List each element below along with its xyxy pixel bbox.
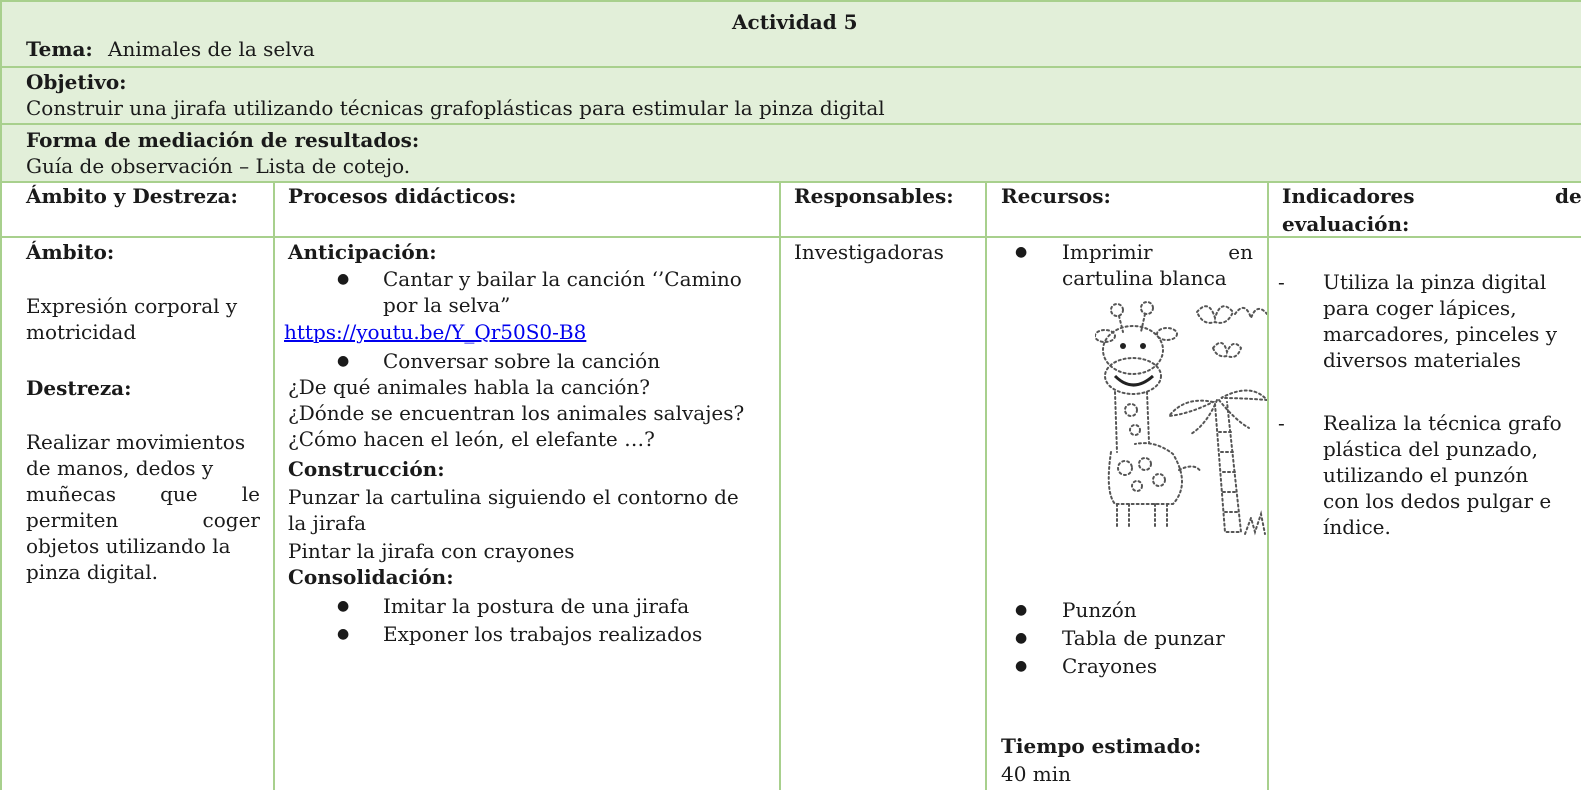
indicador-line: plástica del punzado, — [1323, 437, 1538, 461]
col-divider — [779, 183, 781, 790]
imprimir-line: Imprimir en — [1062, 240, 1253, 264]
punzar-line: Punzar la cartulina siguiendo el contorn… — [288, 485, 739, 509]
objetivo-label: Objetivo: — [26, 70, 127, 94]
imitar-text: Imitar la postura de una jirafa — [383, 594, 690, 618]
col-divider — [1267, 183, 1269, 790]
responsables-value: Investigadoras — [794, 240, 944, 264]
ambito-label: Ámbito: — [26, 240, 115, 264]
objetivo-value: Construir una jirafa utilizando técnicas… — [26, 96, 885, 120]
forma-value: Guía de observación – Lista de cotejo. — [26, 154, 411, 178]
forma-band: Forma de mediación de resultados: Guía d… — [0, 125, 1581, 183]
tiempo-label: Tiempo estimado: — [1001, 734, 1202, 758]
construccion-label: Construcción: — [288, 457, 445, 481]
indicador-line: para coger lápices, — [1323, 296, 1517, 320]
destreza-line: permiten coger — [26, 508, 260, 532]
indicador-line: marcadores, pinceles y — [1323, 322, 1558, 346]
destreza-word: coger — [202, 508, 260, 532]
bullet-icon: ● — [337, 271, 350, 287]
recurso-item: Tabla de punzar — [1062, 626, 1225, 650]
cantar-line: Cantar y bailar la canción ‘’Camino — [383, 267, 742, 291]
col-header-procesos: Procesos didácticos: — [288, 184, 517, 208]
bullet-icon: ● — [337, 598, 350, 614]
indicador-line: utilizando el punzón — [1323, 463, 1529, 487]
indicador-line: con los dedos pulgar e — [1323, 489, 1552, 513]
indicador-line: Utiliza la pinza digital — [1323, 270, 1547, 294]
col-header-indicadores-de: de — [1555, 184, 1581, 208]
giraffe-coloring-image — [1095, 292, 1267, 540]
punzar-line: la jirafa — [288, 511, 367, 535]
bullet-icon: ● — [337, 353, 350, 369]
ambito-text-line: Expresión corporal y — [26, 294, 260, 318]
cantar-line: por la selva” — [383, 293, 511, 317]
question: ¿De qué animales habla la canción? — [288, 375, 650, 399]
bullet-icon: ● — [1015, 244, 1028, 260]
question: ¿Dónde se encuentran los animales salvaj… — [288, 401, 745, 425]
objetivo-band: Objetivo: Construir una jirafa utilizand… — [0, 68, 1581, 125]
indicador-line: índice. — [1323, 515, 1391, 539]
bullet-icon: ● — [337, 626, 350, 642]
tiempo-value: 40 min — [1001, 762, 1072, 786]
activity-title: Actividad 5 — [732, 10, 858, 34]
indicador-line: diversos materiales — [1323, 348, 1521, 372]
pintar-text: Pintar la jirafa con crayones — [288, 539, 575, 563]
col-divider — [273, 183, 275, 790]
destreza-line: de manos, dedos y — [26, 456, 214, 480]
destreza-label: Destreza: — [26, 376, 132, 400]
anticipacion-label: Anticipación: — [288, 240, 437, 264]
left-border — [0, 0, 2, 790]
header-row-divider — [0, 236, 1581, 238]
title-band: Actividad 5 Tema: Animales de la selva — [0, 0, 1581, 68]
col-divider — [985, 183, 987, 790]
indicador-line: Realiza la técnica grafo — [1323, 411, 1562, 435]
bullet-icon: ● — [1015, 658, 1028, 674]
exponer-text: Exponer los trabajos realizados — [383, 622, 703, 646]
imprimir-word: Imprimir — [1062, 240, 1153, 264]
ambito-text: Expresión corporal y — [26, 294, 238, 318]
col-header-responsables: Responsables: — [794, 184, 954, 208]
bullet-icon: ● — [1015, 630, 1028, 646]
tema-label: Tema: — [26, 37, 93, 61]
dash-marker: - — [1278, 411, 1285, 435]
tema-value: Animales de la selva — [108, 37, 315, 61]
recurso-item: Crayones — [1062, 654, 1158, 678]
destreza-word: muñecas — [26, 482, 116, 506]
destreza-line: Realizar movimientos — [26, 430, 246, 454]
song-link[interactable]: https://youtu.be/Y_Qr50S0-B8 — [284, 320, 587, 344]
imprimir-line: cartulina blanca — [1062, 266, 1227, 290]
col-header-indicadores: Indicadores — [1282, 184, 1415, 208]
forma-label: Forma de mediación de resultados: — [26, 128, 420, 152]
imprimir-word: en — [1228, 240, 1253, 264]
bullet-icon: ● — [1015, 602, 1028, 618]
question: ¿Cómo hacen el león, el elefante …? — [288, 427, 655, 451]
destreza-line: pinza digital. — [26, 560, 159, 584]
destreza-word: le — [241, 482, 260, 506]
conversar-text: Conversar sobre la canción — [383, 349, 661, 373]
destreza-word: permiten — [26, 508, 119, 532]
col-header-evaluacion: evaluación: — [1282, 212, 1410, 236]
consolidacion-label: Consolidación: — [288, 565, 454, 589]
recurso-item: Punzón — [1062, 598, 1137, 622]
destreza-line: muñecas que le — [26, 482, 260, 506]
destreza-line: objetos utilizando la — [26, 534, 231, 558]
destreza-word: que — [160, 482, 198, 506]
ambito-text-line: motricidad — [26, 320, 137, 344]
col-header-recursos: Recursos: — [1001, 184, 1111, 208]
col-header-ambito: Ámbito y Destreza: — [26, 184, 238, 208]
dash-marker: - — [1278, 270, 1285, 294]
